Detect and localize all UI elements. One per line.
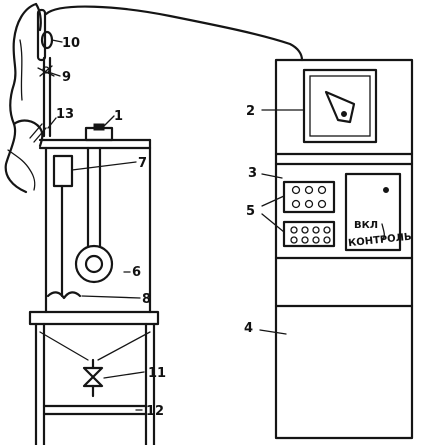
- stand: [28, 310, 160, 445]
- lower-buttons: [290, 226, 331, 244]
- panel-on-label: ВКЛ: [354, 220, 378, 231]
- part-labels: 10 9 13 1 7 6 8 11 12 2 3 5 4: [56, 36, 257, 419]
- control-panel: [344, 172, 402, 252]
- connecting-cable: [44, 5, 304, 62]
- block-7: [52, 154, 74, 188]
- label-8: 8: [142, 292, 151, 307]
- label-11: 11: [148, 366, 166, 381]
- label-4: 4: [244, 321, 253, 336]
- applicator-housing: [36, 8, 47, 62]
- cabinet: [44, 146, 152, 314]
- label-3: 3: [248, 166, 257, 181]
- label-2: 2: [246, 104, 255, 119]
- console-body: [274, 58, 414, 440]
- leader-lines: [47, 39, 305, 411]
- table-top: [28, 310, 160, 326]
- label-7: 7: [138, 156, 147, 171]
- panel-control-label: КОНТРОЛЬ: [348, 232, 412, 250]
- control-console: ВКЛ КОНТРОЛЬ: [274, 58, 414, 440]
- meter-pointer: [324, 90, 356, 124]
- stirrer-8: [46, 291, 82, 300]
- button-block-lower: [282, 220, 336, 248]
- label-5: 5: [246, 204, 255, 219]
- label-10: 10: [62, 36, 80, 51]
- applicator-clamp: [37, 65, 55, 77]
- label-6: 6: [132, 265, 141, 280]
- label-13: 13: [56, 107, 74, 122]
- support-bar: [38, 123, 152, 150]
- patient-silhouette: [4, 2, 44, 194]
- indicator-lamp: [383, 187, 389, 193]
- label-9: 9: [62, 70, 71, 85]
- pendulum-arm: [86, 146, 102, 248]
- valve-11: [82, 366, 104, 388]
- applicator-assembly: [29, 8, 55, 143]
- button-block-upper: [282, 180, 336, 214]
- body-contact-hatch: [29, 123, 47, 143]
- applicator-head: [40, 30, 54, 50]
- upper-buttons: [291, 185, 327, 209]
- label-1: 1: [114, 109, 123, 124]
- pendulum-ring: [74, 244, 114, 284]
- meter-screen: [302, 68, 378, 144]
- label-12: 12: [146, 404, 164, 419]
